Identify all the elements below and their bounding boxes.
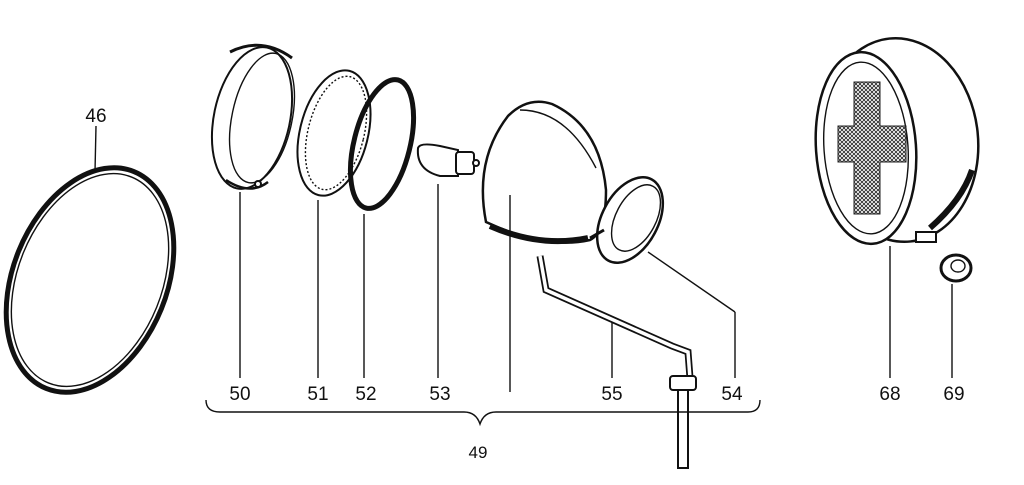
cross-emblem: [837, 81, 907, 215]
label-52: 52: [355, 384, 376, 405]
lens-51: [296, 69, 372, 378]
headlamp-rim-50: [210, 43, 296, 378]
label-46: 46: [85, 106, 106, 127]
label-69: 69: [943, 384, 964, 405]
lamp-68: [814, 36, 980, 378]
gasket-ring-46: [3, 125, 177, 395]
mounting-stem-55: [536, 255, 697, 469]
leader-46: [94, 125, 97, 173]
label-54: 54: [721, 384, 743, 405]
group-bracket-49: [205, 399, 761, 427]
bulb-53: [416, 143, 480, 378]
label-68: 68: [879, 384, 900, 405]
leader-54: [647, 251, 736, 313]
headlamp-housing: [481, 100, 608, 392]
label-53: 53: [429, 384, 450, 405]
mirror-54: [589, 176, 736, 378]
label-55: 55: [601, 384, 622, 405]
seal-ring-52: [347, 77, 417, 378]
label-50: 50: [229, 384, 250, 405]
label-51: 51: [307, 384, 328, 405]
label-49: 49: [469, 443, 488, 462]
nut-69: [939, 253, 973, 378]
